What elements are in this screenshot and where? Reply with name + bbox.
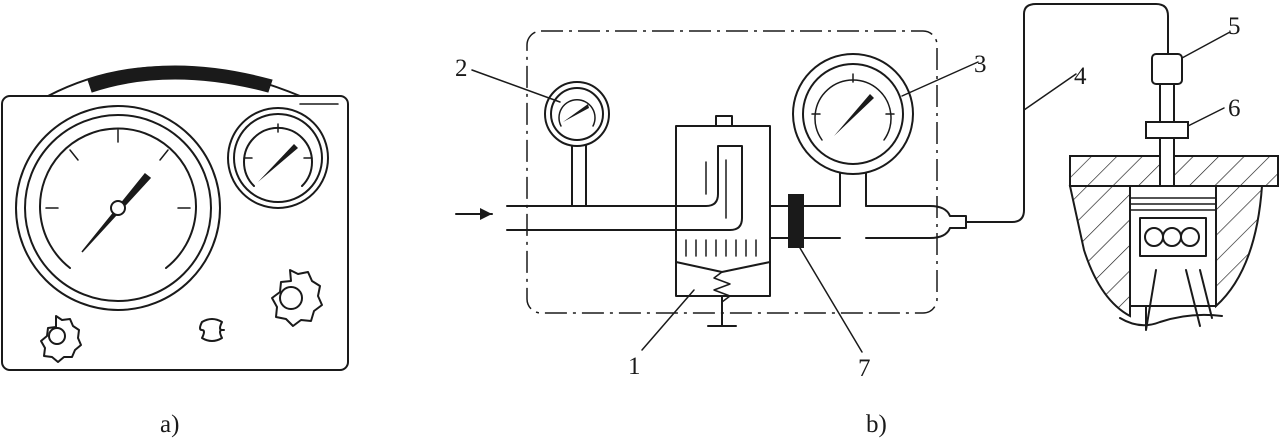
tester-case bbox=[1, 95, 349, 371]
callout-1: 1 bbox=[628, 353, 641, 380]
inlet-arrow bbox=[455, 208, 493, 220]
callout-5: 5 bbox=[1228, 13, 1241, 40]
selector-knob bbox=[199, 318, 225, 342]
callout-3: 3 bbox=[974, 51, 987, 78]
callout-2: 2 bbox=[455, 55, 468, 82]
inlet-pipe bbox=[506, 205, 681, 231]
gear-knob-small bbox=[40, 315, 82, 363]
figure-a-tester: a) bbox=[1, 65, 349, 438]
pressure-gauge-2 bbox=[544, 81, 610, 147]
hose-4 bbox=[965, 3, 1169, 223]
pressure-regulator bbox=[675, 115, 771, 327]
carry-handle-grip bbox=[87, 65, 273, 93]
orifice-plate bbox=[788, 194, 804, 248]
large-gauge bbox=[15, 105, 221, 311]
outlet-pipe bbox=[769, 205, 931, 239]
piston bbox=[1119, 185, 1223, 331]
figure-b-schematic: 1 2 3 4 5 6 7 b) bbox=[455, 3, 1279, 438]
cylinder-head bbox=[1068, 155, 1279, 318]
gear-knob-large bbox=[271, 269, 323, 327]
hose-coupling bbox=[929, 205, 967, 239]
regulator-spring bbox=[713, 271, 731, 303]
leader-lines bbox=[471, 31, 1231, 353]
caption-a: a) bbox=[160, 411, 179, 438]
small-gauge bbox=[227, 107, 329, 209]
caption-b: b) bbox=[866, 411, 887, 438]
callout-4: 4 bbox=[1074, 63, 1087, 90]
callout-7: 7 bbox=[858, 355, 871, 382]
pressure-gauge-3 bbox=[792, 53, 914, 175]
unit-boundary bbox=[526, 30, 938, 314]
gauge-2-stem bbox=[571, 143, 587, 207]
callout-6: 6 bbox=[1228, 95, 1241, 122]
small-gauge-needle bbox=[258, 144, 298, 182]
